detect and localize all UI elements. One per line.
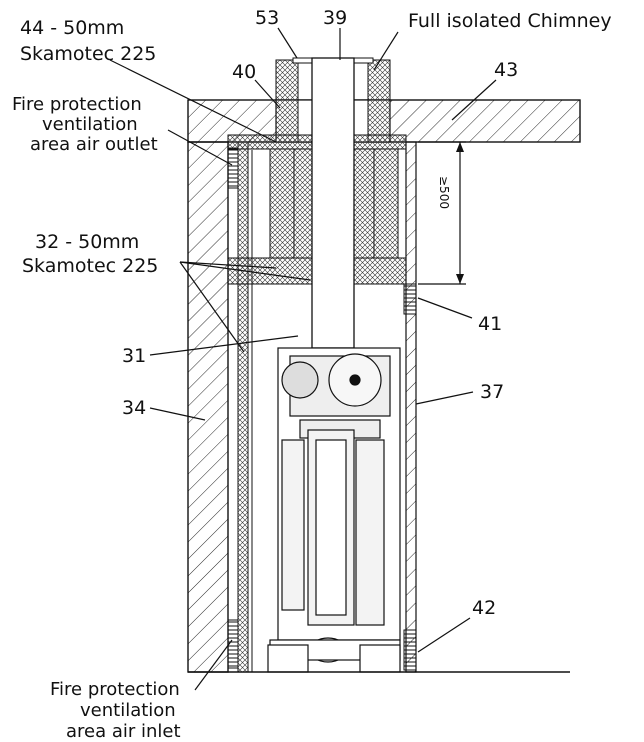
leader-top-insulation [109,59,277,143]
label-insulation-mid-line1: 32 - 50mm [35,231,139,253]
leader-31 [149,335,299,356]
label-outlet-line3: area air outlet [30,134,158,155]
label-insulation-top-line2: Skamotec 225 [20,43,156,65]
label-34: 34 [122,397,146,419]
label-37: 37 [480,381,504,403]
label-53: 53 [255,7,279,29]
outlet-grille [227,147,239,189]
label-31: 31 [122,345,146,367]
leader-42 [417,617,471,653]
label-inlet-line1: Fire protection [50,679,180,700]
label-41: 41 [478,313,502,335]
labels: 44 - 50mm Skamotec 225 53 39 Full isolat… [12,7,612,742]
leader-outlet [167,129,233,166]
leader-43 [451,79,497,121]
leader-40 [254,79,281,109]
leader-mid-3 [179,261,245,353]
label-inlet-line3: area air inlet [66,721,181,742]
label-40: 40 [232,61,256,83]
dim-500-label: ≥500 [437,176,451,209]
label-inlet-line2: ventilation [80,700,176,721]
dimension-500: ≥500 [418,141,466,285]
label-42: 42 [472,597,496,619]
leader-lines [109,27,497,691]
stove-unit [267,347,401,673]
leader-53 [277,27,298,59]
chimney-pipe [311,57,355,349]
leader-34 [149,407,206,421]
label-39: 39 [323,7,347,29]
left-wall [187,141,229,673]
leader-inlet [194,639,233,691]
leader-37 [415,391,474,405]
leader-mid-2 [179,261,311,281]
leader-chimney [373,31,399,71]
right-hood-panel [403,141,417,673]
label-outlet-line1: Fire protection [12,94,142,115]
label-chimney: Full isolated Chimney [408,10,612,32]
left-insulation-board [237,141,253,673]
label-insulation-mid-line2: Skamotec 225 [22,255,158,277]
label-outlet-line2: ventilation [42,114,138,135]
leader-41 [417,297,473,319]
label-43: 43 [494,59,518,81]
label-insulation-top-line1: 44 - 50mm [20,17,124,39]
leader-mid-1 [179,261,277,269]
